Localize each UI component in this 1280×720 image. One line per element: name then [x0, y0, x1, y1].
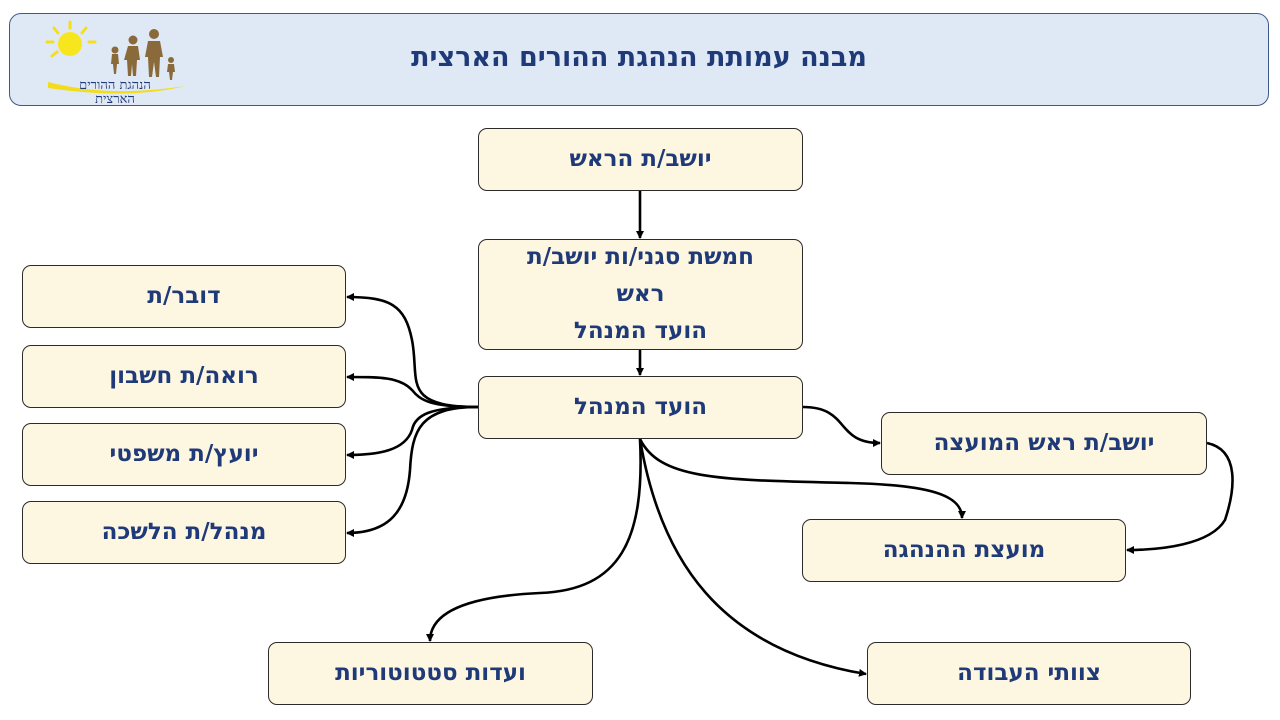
spokesperson-box: דובר/ת [22, 265, 346, 328]
page-title: מבנה עמותת הנהגת ההורים הארצית [411, 42, 867, 73]
connector-board-to-legal [346, 405, 479, 459]
logo-text-line1: הנהגת ההורים [79, 78, 151, 93]
connector-board-to-teams [638, 438, 867, 677]
council-chair-box: יושב/ת ראש המועצה [881, 412, 1207, 475]
logo-sun-family-icon [45, 20, 185, 94]
board-box: הועד המנהל [478, 376, 803, 439]
connector-board-to-committees [426, 438, 642, 642]
legal-advisor-box: יועץ/ת משפטי [22, 423, 346, 486]
deputies-box: חמשת סגני/ות יושב/ת ראש הועד המנהל [478, 239, 803, 350]
statutory-committees-box: ועדות סטטוטוריות [268, 642, 593, 705]
logo: הנהגת ההורים הארצית [40, 20, 200, 112]
connector-council-chair-to-council [1126, 441, 1234, 554]
connector-board-to-spokesperson [346, 293, 479, 409]
connector-board-to-accountant [346, 373, 479, 409]
leadership-council-box: מועצת ההנהגה [802, 519, 1126, 582]
connector-board-to-council [638, 438, 966, 519]
header-banner: הנהגת ההורים הארצית מבנה עמותת הנהגת ההו… [9, 13, 1269, 107]
office-manager-box: מנהל/ת הלשכה [22, 501, 346, 564]
connector-board-to-office [346, 405, 479, 537]
chair-box: יושב/ת הראש [478, 128, 803, 191]
accountant-box: רואה/ת חשבון [22, 345, 346, 408]
work-teams-box: צוותי העבודה [867, 642, 1191, 705]
logo-text-line2: הארצית [95, 92, 135, 107]
connector-board-to-council-chair [802, 405, 881, 447]
